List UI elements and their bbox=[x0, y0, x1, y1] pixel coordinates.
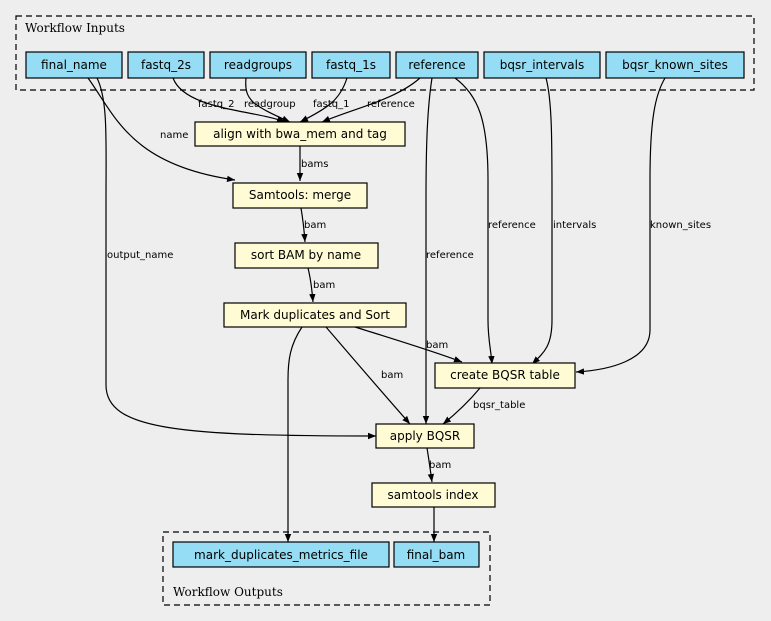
edge-fastq1-align bbox=[299, 77, 348, 123]
edge-markdup-metrics bbox=[284, 326, 303, 542]
edge-label-known-sites: known_sites bbox=[650, 220, 711, 231]
edge-label-bam-merge-sort: bam bbox=[304, 220, 326, 231]
edge-reference-align bbox=[321, 77, 421, 123]
edge-label-bam-mark-create: bam bbox=[426, 340, 448, 351]
edge-label-bams: bams bbox=[301, 159, 328, 170]
input-node-fastq-2s[interactable]: fastq_2s bbox=[127, 51, 205, 79]
edge-intervals-create bbox=[531, 77, 553, 365]
step-node-sort[interactable]: sort BAM by name bbox=[234, 242, 379, 269]
input-nodes: final_name fastq_2s readgroups fastq_1s … bbox=[25, 51, 745, 79]
edge-label-bam-sort-mark: bam bbox=[313, 280, 335, 291]
edge-readgroups-align bbox=[245, 77, 291, 123]
step-node-sort-label: sort BAM by name bbox=[251, 248, 361, 262]
edge-label-bqsr-table: bqsr_table bbox=[473, 400, 525, 411]
step-node-align-label: align with bwa_mem and tag bbox=[213, 127, 387, 141]
input-node-reference[interactable]: reference bbox=[395, 51, 479, 79]
step-node-apply-bqsr[interactable]: apply BQSR bbox=[375, 423, 475, 449]
step-node-markdup[interactable]: Mark duplicates and Sort bbox=[223, 302, 407, 328]
step-nodes: align with bwa_mem and tag Samtools: mer… bbox=[194, 121, 576, 508]
output-nodes: mark_duplicates_metrics_file final_bam bbox=[172, 541, 480, 568]
input-node-bqsr-known-sites-label: bqsr_known_sites bbox=[622, 58, 728, 72]
step-node-merge[interactable]: Samtools: merge bbox=[232, 182, 368, 209]
edge-sort-markdup bbox=[307, 267, 316, 303]
edge-label-reference-align: reference bbox=[367, 99, 415, 110]
step-node-apply-bqsr-label: apply BQSR bbox=[390, 429, 460, 443]
input-node-fastq-2s-label: fastq_2s bbox=[141, 58, 191, 72]
edge-label-intervals: intervals bbox=[553, 220, 596, 231]
edge-label-fastq2: fastq_2 bbox=[198, 99, 235, 110]
workflow-inputs-cluster: Workflow Inputs bbox=[15, 15, 755, 91]
edges bbox=[87, 77, 666, 542]
edge-merge-sort bbox=[300, 207, 308, 243]
edge-reference-apply bbox=[422, 77, 433, 424]
input-node-fastq-1s-label: fastq_1s bbox=[326, 58, 376, 72]
workflow-outputs-cluster: Workflow Outputs bbox=[162, 531, 491, 606]
step-node-align[interactable]: align with bwa_mem and tag bbox=[194, 121, 406, 147]
input-node-final-name[interactable]: final_name bbox=[25, 51, 123, 79]
edge-create-apply bbox=[442, 387, 481, 425]
edge-finalname-apply bbox=[96, 77, 377, 440]
input-node-readgroups-label: readgroups bbox=[224, 58, 292, 72]
input-node-bqsr-known-sites[interactable]: bqsr_known_sites bbox=[605, 51, 745, 79]
edge-knownsites-create bbox=[575, 77, 666, 375]
step-node-create-bqsr-label: create BQSR table bbox=[450, 368, 560, 382]
edge-label-bam-mark-apply: bam bbox=[381, 370, 403, 381]
edge-markdup-create bbox=[354, 326, 463, 363]
edge-finalname-merge bbox=[87, 77, 236, 183]
output-node-metrics[interactable]: mark_duplicates_metrics_file bbox=[172, 541, 390, 568]
edge-label-reference-create: reference bbox=[488, 220, 536, 231]
edge-fastq2-align bbox=[172, 77, 286, 123]
output-node-final-bam-label: final_bam bbox=[407, 548, 466, 562]
input-node-reference-label: reference bbox=[408, 58, 465, 72]
edge-label-name: name bbox=[160, 130, 188, 141]
edge-labels: fastq_2 readgroup fastq_1 reference name… bbox=[107, 99, 711, 471]
edge-label-fastq1: fastq_1 bbox=[313, 99, 350, 110]
input-node-final-name-label: final_name bbox=[41, 58, 107, 72]
input-node-bqsr-intervals[interactable]: bqsr_intervals bbox=[483, 51, 601, 79]
edge-label-output-name: output_name bbox=[107, 250, 173, 261]
edge-label-readgroup: readgroup bbox=[244, 99, 296, 110]
edge-apply-index bbox=[426, 447, 435, 483]
input-node-readgroups[interactable]: readgroups bbox=[209, 51, 307, 79]
input-node-fastq-1s[interactable]: fastq_1s bbox=[311, 51, 391, 79]
step-node-create-bqsr[interactable]: create BQSR table bbox=[434, 362, 576, 389]
step-node-markdup-label: Mark duplicates and Sort bbox=[240, 308, 390, 322]
output-node-final-bam[interactable]: final_bam bbox=[393, 541, 480, 568]
step-node-index[interactable]: samtools index bbox=[371, 482, 496, 508]
edge-markdup-apply bbox=[325, 326, 411, 425]
step-node-index-label: samtools index bbox=[388, 488, 479, 502]
workflow-inputs-label: Workflow Inputs bbox=[25, 21, 125, 35]
step-node-merge-label: Samtools: merge bbox=[249, 188, 351, 202]
workflow-outputs-label: Workflow Outputs bbox=[173, 585, 283, 599]
edge-label-bam-apply-index: bam bbox=[429, 460, 451, 471]
output-node-metrics-label: mark_duplicates_metrics_file bbox=[194, 548, 368, 562]
input-node-bqsr-intervals-label: bqsr_intervals bbox=[500, 58, 584, 72]
edge-reference-create bbox=[454, 77, 495, 365]
edge-label-reference-apply: reference bbox=[426, 250, 474, 261]
